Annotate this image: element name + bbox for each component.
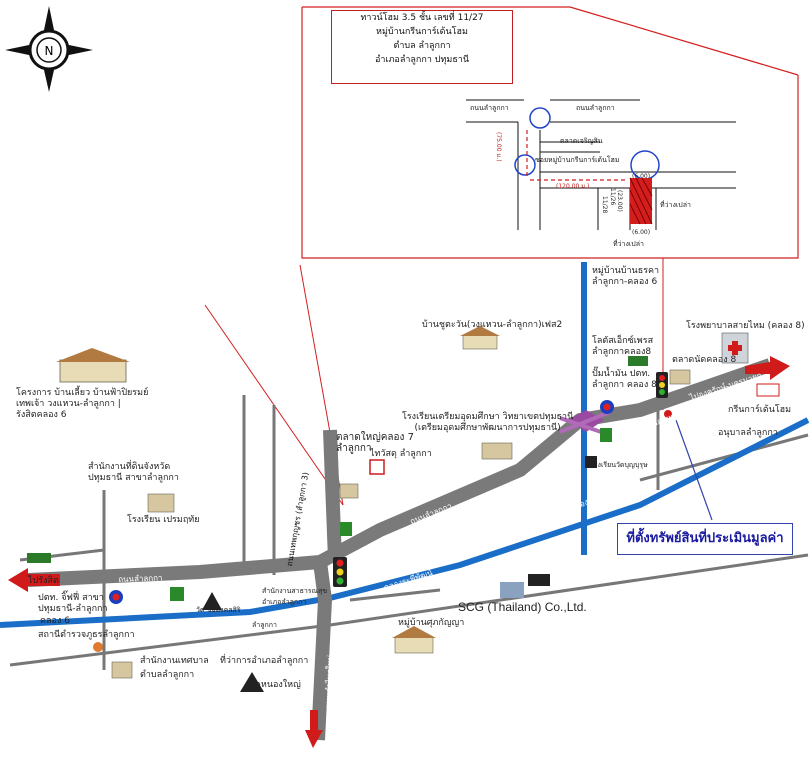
place-label: ที่ว่าการอำเภอลำลูกกา <box>220 656 309 666</box>
place-label: ปตท. จิ๊ฟฟี่ สาขาปทุมธานี-ลำลูกกา <box>38 593 108 614</box>
hospital-icon <box>721 332 749 364</box>
canal <box>0 262 809 628</box>
inset-soi-label: ซอยหมู่บ้านกรีนการ์เด้นโฮม <box>535 156 620 164</box>
address-line: ทาวน์โฮม 3.5 ชั้น เลขที่ 11/27 <box>360 13 484 23</box>
main-road <box>27 358 773 741</box>
road-label: ถนนลำไทรใหม่ <box>323 654 335 709</box>
place-label: กรีนการ์เด้นโฮม <box>728 405 792 415</box>
place-label: สำนักงานสาธารณสุขอำเภอลำลูกกา <box>262 587 328 606</box>
place-label: โรงเรียน เปรมฤทัย <box>127 515 200 525</box>
place-label: สถานีตำรวจภูธรลำลูกกา <box>38 630 135 640</box>
place-label: ไปรังสิต <box>28 576 59 586</box>
inset-roads <box>466 99 736 230</box>
place-label: ไทวัสดุ ลำลูกกา <box>370 449 432 459</box>
place-label: ปั๊มน้ำมัน ปตท.ลำลูกกา คลอง 8 <box>592 369 657 390</box>
inset-vacant-label: ที่ว่างเปล่า <box>613 240 644 248</box>
place-label: หมู่บ้านศุภกัญญา <box>398 618 465 628</box>
inset-vacant-label: ที่ว่างเปล่า <box>660 201 691 209</box>
inset-road-label: ถนนลำลูกกา <box>576 104 615 112</box>
place-label: ตลาดนัดคลอง 8 <box>672 355 737 365</box>
inset-frame <box>301 7 799 259</box>
place-label: สำนักงานที่ดินจังหวัดปทุมธานี สาขาลำลูกก… <box>88 462 179 483</box>
place-label: ลำลูกกา <box>252 621 277 629</box>
temple-icon <box>202 456 597 692</box>
factory-icon <box>93 574 550 652</box>
place-label: คลอง 6 <box>40 616 70 626</box>
arrow-icon <box>8 356 790 748</box>
scg-label: SCG (Thailand) Co.,Ltd. <box>458 600 587 614</box>
house-icon <box>56 326 691 679</box>
traffic-light-icon <box>333 372 668 587</box>
place-label: โลตัสเอ็กซ์เพรสลำลูกกาคลอง8 <box>592 336 654 357</box>
address-box: ทาวน์โฮม 3.5 ชั้น เลขที่ 11/27 หมู่บ้านก… <box>331 10 513 84</box>
place-label: โรงเรียนวัดบุญบุรุษ <box>590 461 648 469</box>
compass-icon <box>5 6 93 92</box>
place-label: โรงพยาบาลสายไหม (คลอง 8) <box>686 321 805 331</box>
inset-dim: 11/28 <box>601 196 608 214</box>
address-line: ตำบล ลำลูกกา <box>393 41 451 51</box>
place-label: สำนักงานเทศบาล <box>140 656 209 666</box>
address-line: อำเภอลำลูกกา ปทุมธานี <box>374 55 470 65</box>
place-label: โรงเรียนเตรียมอุดมศึกษา วิทยาเขตปทุมธานี… <box>402 412 574 433</box>
asset-location-box: ที่ตั้งทรัพย์สินที่ประเมินมูลค่า <box>617 523 793 555</box>
property-location-icon <box>664 410 672 418</box>
inset-road-label: ถนนลำลูกกา <box>470 104 509 112</box>
address-line: หมู่บ้านกรีนการ์เด้นโฮม <box>376 27 468 37</box>
place-label: บ้านชูตะวัน(วงแหวน-ลำลูกกา)เฟส2 <box>422 320 563 330</box>
inset-distance: (75.00 ม.) <box>495 132 502 162</box>
compass-letter: N <box>45 44 54 58</box>
road-label: ถนนลำลูกกา <box>118 573 163 584</box>
place-label: อนุบาลลำลูกกา <box>718 428 778 438</box>
ptt-logo-icon <box>109 400 614 604</box>
place-label: หมู่บ้านบ้านธรคาลำลูกกา-คลอง 6 <box>592 266 660 287</box>
place-label: วัด ชัยมงคลสิริ <box>196 606 241 614</box>
inset-market-label: ตลาดเจริญสิน <box>560 137 603 145</box>
place-label: โครงการ บ้านเลี้ยว บ้านฟ้าปิยรมย์เทพเจ้า… <box>16 388 149 420</box>
place-label: ตำบลลำลูกกา <box>140 670 195 680</box>
inset-dim: (6.00) <box>632 173 651 180</box>
store-logo-icon <box>27 356 780 601</box>
inset-distance: (120.00 ม.) <box>556 183 590 190</box>
inset-dim: (6.00) <box>632 229 651 236</box>
place-label: วัดหนองใหญ่ <box>250 680 301 690</box>
